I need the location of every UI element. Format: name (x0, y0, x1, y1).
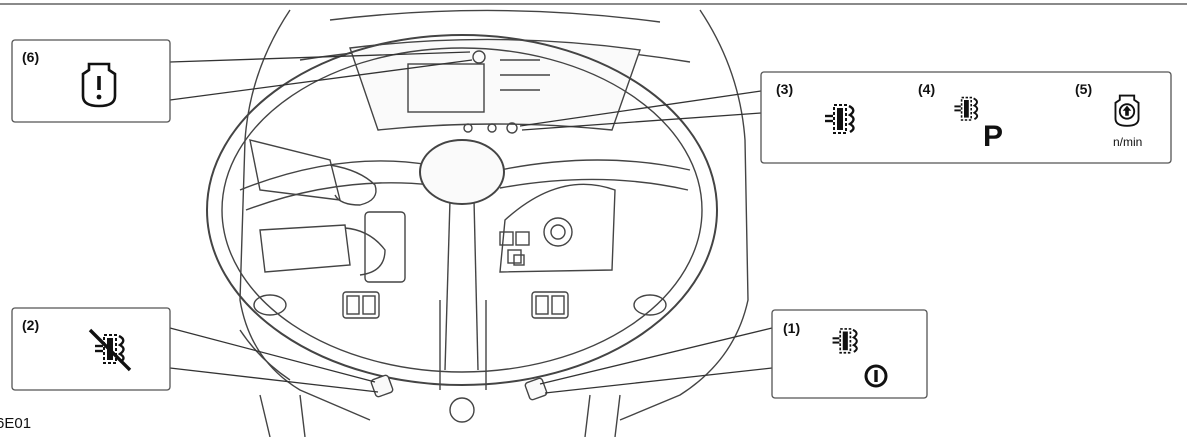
regeneration-inhibit-icon (88, 328, 132, 372)
callout-3-4-5: (3) (4) P (5) n/min (760, 71, 1172, 164)
callout-1: (1) (771, 309, 928, 399)
engine-speed-up-icon (1114, 94, 1140, 127)
power-symbol-icon (864, 364, 888, 388)
leader-lines (169, 51, 773, 394)
dashboard-illustration (206, 9, 749, 437)
callout-5-label: (5) (1075, 81, 1092, 97)
engine-warning-icon (81, 62, 117, 108)
callout-1-label: (1) (783, 320, 800, 336)
callout-6: (6) (11, 39, 171, 123)
callout-6-label: (6) (22, 49, 39, 65)
callout-3-label: (3) (776, 81, 793, 97)
callout-4-label: (4) (918, 81, 935, 97)
figure-id: 6E01 (0, 415, 31, 432)
callout-2-label: (2) (22, 317, 39, 333)
engine-speed-unit: n/min (1113, 135, 1142, 149)
callout-2: (2) (11, 307, 171, 391)
parked-regeneration-letter: P (983, 120, 1003, 153)
